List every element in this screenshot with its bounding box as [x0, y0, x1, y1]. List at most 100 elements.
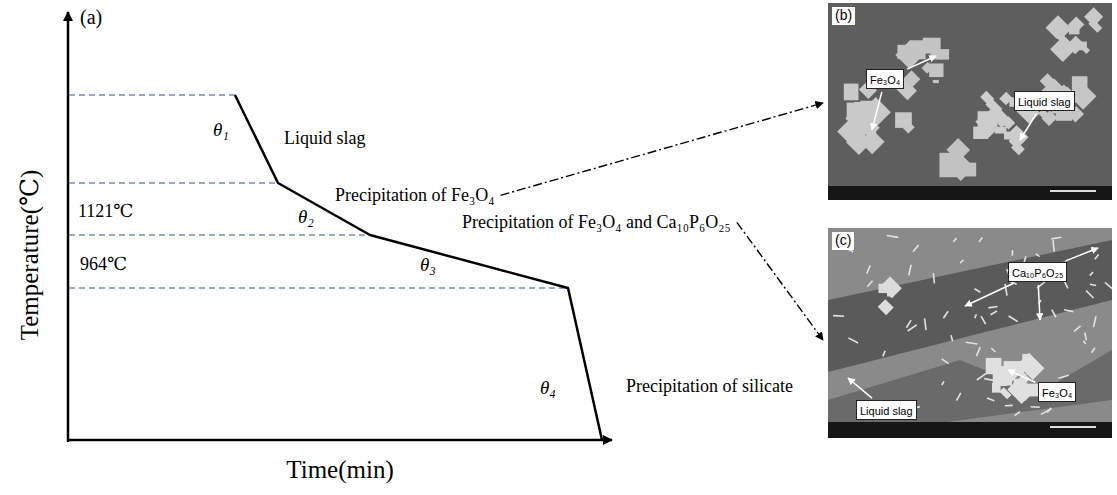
crystal [1042, 110, 1058, 126]
micrograph-ground [828, 228, 1112, 438]
phosphate-needle [1090, 284, 1096, 285]
phosphate-needle [966, 342, 978, 344]
pointer-line [965, 283, 1014, 306]
phosphate-needle [1090, 272, 1093, 275]
phosphate-needle [1005, 405, 1013, 407]
temperature-guide [69, 182, 278, 183]
phosphate-needle [953, 238, 956, 242]
phosphate-needle [1083, 341, 1085, 344]
crystal [1002, 116, 1015, 129]
phase-label: Fe₃O₄ [870, 74, 900, 88]
phase-label: Ca₁₀P₆O₂₅ [1012, 267, 1063, 281]
phosphate-needle [1011, 250, 1013, 256]
crystal [905, 46, 926, 59]
crystal [986, 358, 1002, 374]
phosphate-needle [942, 359, 949, 364]
phase-label: Fe₃O₄ [1042, 387, 1072, 401]
pointer-line [848, 378, 872, 398]
crystal [933, 80, 939, 83]
phosphate-needle [991, 311, 997, 315]
phosphate-needle [981, 316, 986, 324]
phosphate-needle [1065, 282, 1068, 289]
phosphate-needle [913, 245, 919, 252]
phosphate-needle [1015, 412, 1020, 416]
phosphate-needle [867, 265, 870, 273]
phosphate-needle [988, 306, 997, 307]
sem-panel: (b)Liquid slagFe₃O₄ [828, 3, 1112, 200]
temperature-guide [69, 287, 568, 288]
crystal [978, 111, 998, 127]
crystal [860, 129, 885, 154]
micrograph-ground [828, 3, 1112, 200]
phosphate-needle [1086, 291, 1093, 298]
panel-label: (a) [80, 6, 102, 29]
crystal [1065, 111, 1074, 120]
y-axis [67, 12, 70, 442]
phosphate-needle [1074, 326, 1080, 332]
phosphate-needle [987, 398, 994, 401]
pointer-line [1038, 285, 1040, 320]
phosphate-needle [906, 320, 911, 328]
phosphate-needle [979, 237, 983, 242]
stage-label: Precipitation of Fe₃O₄ and Ca₁₀P₆O₂₅ [462, 212, 731, 233]
phosphate-needle [908, 325, 917, 331]
phosphate-needle [984, 379, 993, 381]
crystal [1076, 42, 1087, 51]
x-axis [67, 439, 612, 442]
phosphate-needle [1105, 282, 1112, 290]
stage-label: Precipitation of silicate [626, 376, 793, 397]
phosphate-needle [1031, 406, 1040, 408]
phase-tag: Fe₃O₄ [1038, 382, 1076, 402]
phosphate-needle [1053, 240, 1054, 251]
scale-bar [1050, 190, 1096, 192]
phosphate-needle [1059, 375, 1069, 378]
phosphate-needle [977, 373, 987, 380]
phosphate-needle [943, 311, 948, 318]
phosphate-needle [1095, 254, 1099, 259]
crystal [1011, 142, 1025, 156]
crystal [878, 299, 894, 315]
phosphate-needle [933, 273, 934, 283]
dark-phase [828, 240, 1112, 372]
crystal [980, 91, 994, 105]
temperature-value: 1121℃ [78, 201, 133, 222]
axis-title: Time(min) [286, 456, 393, 485]
crystal [887, 292, 894, 296]
sem-micrograph [828, 3, 1112, 200]
phosphate-needle [960, 260, 963, 263]
cooling-curve [235, 95, 602, 440]
stage-label: Precipitation of Fe₃O₄ [335, 185, 495, 206]
phosphate-needle [1036, 254, 1040, 257]
slope-symbol: θ₄ [540, 377, 556, 399]
phosphate-needle [1041, 409, 1051, 415]
pointer-line [872, 92, 882, 130]
stage-label: Liquid slag [284, 128, 366, 149]
phosphate-needle [975, 314, 977, 318]
sem-info-bar [828, 422, 1112, 438]
phosphate-needle [956, 393, 960, 401]
crystal [854, 102, 874, 117]
crystal [1040, 73, 1058, 91]
crystal [880, 276, 902, 298]
crystal [895, 112, 912, 128]
phosphate-needle [975, 289, 981, 292]
phosphate-needle [1051, 237, 1061, 239]
sem-info-bar [828, 186, 1112, 200]
phosphate-needle [951, 335, 953, 341]
phosphate-needle [867, 281, 872, 287]
crystal [1046, 15, 1070, 39]
phase-tag: Ca₁₀P₆O₂₅ [1008, 262, 1067, 282]
dash-dot-leader [501, 103, 823, 195]
slope-symbol: θ₂ [298, 206, 314, 228]
slope-symbol: θ₃ [420, 254, 436, 276]
phosphate-needle [1085, 333, 1087, 341]
phosphate-needle [833, 315, 844, 317]
pointer-line [1008, 370, 1035, 382]
phosphate-needle [942, 381, 944, 385]
crystal [1084, 7, 1103, 26]
phosphate-needle [991, 348, 995, 352]
panel-label: (c) [832, 232, 854, 250]
panel-label: (b) [832, 7, 855, 25]
